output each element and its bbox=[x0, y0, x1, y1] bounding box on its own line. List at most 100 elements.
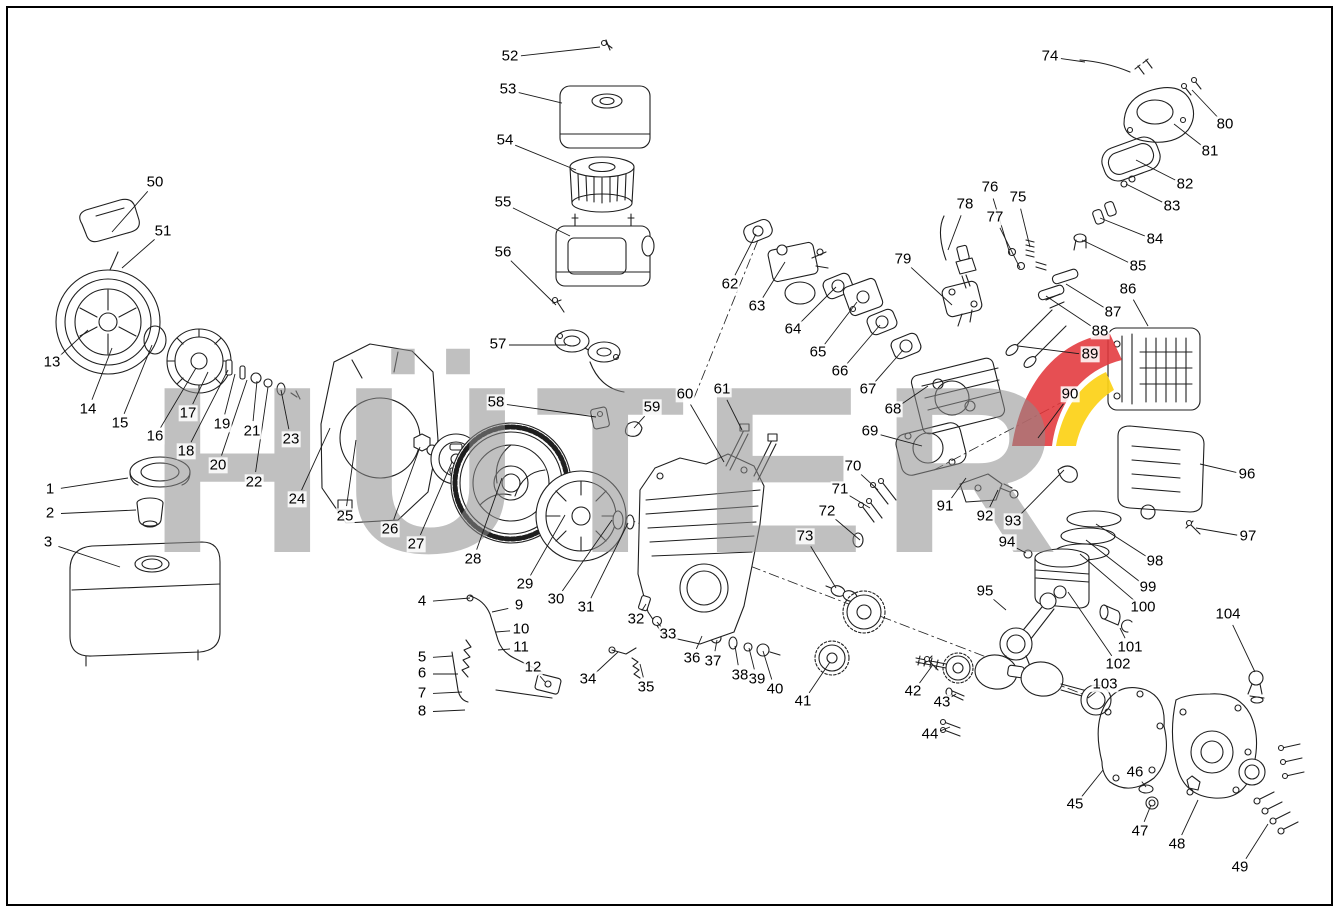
leader-line-31 bbox=[590, 522, 629, 599]
leader-line-67 bbox=[874, 349, 904, 383]
starter-pulley bbox=[166, 328, 232, 394]
leader-line-87 bbox=[1065, 283, 1104, 308]
cylinder-block bbox=[637, 423, 778, 645]
leader-line-64 bbox=[800, 286, 837, 323]
leader-line-27 bbox=[419, 461, 453, 536]
leader-line-29 bbox=[530, 514, 566, 576]
nut bbox=[651, 615, 663, 627]
fuel-tank bbox=[69, 541, 221, 667]
leader-line-90 bbox=[1037, 403, 1064, 439]
cover-bolt bbox=[1185, 519, 1201, 535]
leader-line-71 bbox=[849, 495, 871, 509]
crankcase-cover bbox=[1171, 693, 1258, 799]
leader-line-68 bbox=[901, 385, 929, 405]
small-screws-top bbox=[1134, 58, 1153, 75]
leader-line-63 bbox=[762, 261, 786, 298]
oil-sensor bbox=[1247, 670, 1265, 704]
leader-line-95 bbox=[993, 598, 1007, 611]
bracket bbox=[590, 406, 610, 430]
leader-line-39 bbox=[748, 647, 755, 670]
leader-line-99 bbox=[1085, 539, 1140, 582]
leader-line-46 bbox=[1141, 781, 1147, 788]
rocker-bracket bbox=[1057, 465, 1078, 483]
leader-line-47 bbox=[1143, 804, 1152, 822]
leader-line-84 bbox=[1099, 217, 1145, 237]
cover-gasket bbox=[1101, 136, 1161, 182]
leader-line-1 bbox=[60, 477, 129, 489]
fuel-strainer bbox=[136, 497, 164, 528]
spacer bbox=[625, 514, 635, 530]
leader-line-14 bbox=[91, 347, 113, 400]
leader-line-9 bbox=[491, 607, 509, 613]
intake-gasket bbox=[890, 332, 922, 360]
leader-line-81 bbox=[1173, 123, 1202, 146]
ignition-coil bbox=[939, 215, 983, 327]
leader-line-13 bbox=[59, 329, 89, 356]
leader-line-19 bbox=[224, 373, 236, 415]
camshaft bbox=[825, 585, 886, 634]
leader-line-34 bbox=[595, 651, 619, 673]
leader-line-20 bbox=[221, 379, 248, 456]
leader-line-32 bbox=[641, 603, 647, 611]
leader-line-66 bbox=[846, 324, 881, 364]
muffler-cover bbox=[1117, 425, 1205, 520]
leader-line-86 bbox=[1132, 299, 1149, 327]
leader-line-30 bbox=[561, 519, 613, 592]
leader-line-24 bbox=[301, 427, 331, 491]
leader-line-10 bbox=[495, 630, 511, 633]
leader-line-43 bbox=[951, 693, 957, 698]
starter-spring-ring bbox=[143, 325, 167, 355]
leader-line-76 bbox=[992, 198, 1011, 255]
leader-line-23 bbox=[280, 389, 290, 430]
leader-line-91 bbox=[951, 477, 967, 499]
leader-line-38 bbox=[734, 645, 739, 666]
air-filter-base bbox=[555, 213, 655, 287]
leader-line-25 bbox=[346, 439, 357, 507]
leader-line-94 bbox=[1016, 547, 1027, 554]
leader-line-60 bbox=[690, 404, 725, 463]
valve-guides bbox=[1092, 201, 1117, 225]
bearing bbox=[1238, 758, 1266, 786]
leader-line-51 bbox=[121, 238, 156, 269]
leader-line-40 bbox=[762, 650, 773, 680]
leader-line-26 bbox=[393, 446, 421, 520]
leader-line-80 bbox=[1191, 89, 1218, 118]
spark-plug bbox=[955, 244, 977, 289]
cylinder-head bbox=[910, 357, 1006, 435]
leader-line-73 bbox=[810, 546, 837, 589]
leader-line-15 bbox=[123, 344, 153, 414]
dipstick-rod bbox=[1079, 59, 1131, 73]
leader-line-98 bbox=[1095, 523, 1146, 557]
leader-line-12 bbox=[539, 676, 546, 683]
rocker-arms bbox=[1037, 268, 1079, 309]
leader-line-70 bbox=[860, 474, 879, 491]
breather bbox=[1138, 784, 1154, 794]
leader-line-88 bbox=[1045, 295, 1092, 327]
carburetor bbox=[767, 241, 829, 305]
head-gasket bbox=[895, 422, 967, 476]
carb-gasket bbox=[743, 218, 773, 244]
head-cover bbox=[1123, 87, 1195, 143]
guide-plate bbox=[959, 473, 1003, 503]
leader-line-3 bbox=[58, 546, 121, 568]
pin-clip bbox=[1121, 619, 1133, 633]
leader-line-69 bbox=[880, 434, 923, 447]
washer bbox=[612, 510, 624, 530]
leader-line-28 bbox=[476, 477, 503, 550]
cover-screw bbox=[600, 39, 613, 51]
leader-line-37 bbox=[714, 639, 718, 652]
leader-line-5 bbox=[432, 655, 453, 658]
starter-handle bbox=[79, 198, 140, 275]
leader-line-89 bbox=[1017, 345, 1080, 355]
leader-line-49 bbox=[1245, 823, 1269, 859]
leader-line-55 bbox=[512, 207, 571, 237]
leader-line-42 bbox=[919, 665, 933, 684]
leader-line-72 bbox=[835, 518, 861, 541]
leader-line-17 bbox=[192, 371, 209, 405]
lifters bbox=[999, 483, 1019, 499]
recoil-starter bbox=[55, 269, 161, 375]
leader-line-74 bbox=[1060, 58, 1086, 63]
leader-line-21 bbox=[252, 380, 258, 422]
